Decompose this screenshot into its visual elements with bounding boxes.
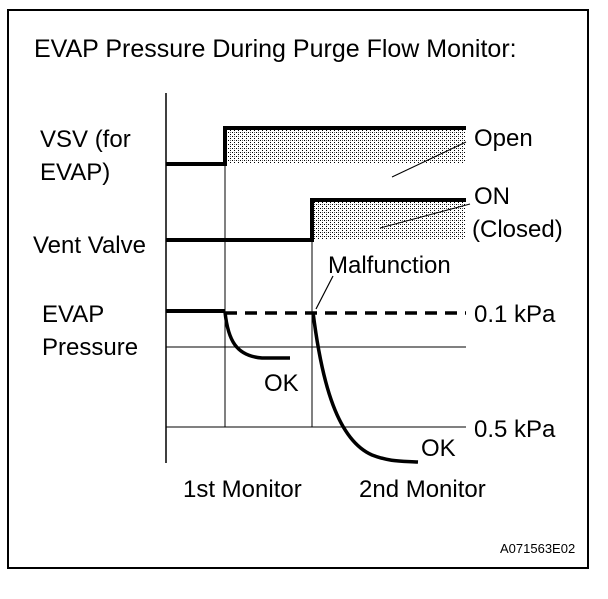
first-monitor-ok-curve [223, 311, 290, 360]
figure-border [7, 9, 589, 569]
open-leader-line [391, 141, 467, 178]
malfunction-callout: Malfunction [328, 252, 451, 279]
vent-valve-closed-fill [312, 200, 466, 240]
figure-code: A071563E02 [500, 541, 575, 556]
vsv-label-line1: VSV (for [40, 126, 131, 153]
second-ok-label: OK [421, 435, 456, 462]
vsv-open-fill [225, 128, 466, 164]
vent-valve-signal-line [166, 198, 466, 242]
pressure-lower-label: 0.5 kPa [474, 416, 556, 443]
first-ok-label: OK [264, 370, 299, 397]
second-monitor-label: 2nd Monitor [359, 476, 486, 503]
vsv-signal-line [166, 126, 466, 166]
malfunction-leader-line [315, 275, 334, 310]
evap-label-line1: EVAP [42, 301, 104, 328]
on-closed-leader-line [379, 203, 471, 229]
evap-label-line2: Pressure [42, 334, 138, 361]
pressure-upper-label: 0.1 kPa [474, 301, 556, 328]
second-monitor-ok-curve [311, 311, 419, 464]
first-monitor-label: 1st Monitor [183, 476, 302, 503]
open-callout: Open [474, 125, 533, 152]
vsv-label-line2: EVAP) [40, 159, 110, 186]
vent-valve-label: Vent Valve [33, 232, 146, 259]
on-callout: ON [474, 183, 510, 210]
diagram-title: EVAP Pressure During Purge Flow Monitor: [34, 35, 517, 63]
closed-callout: (Closed) [472, 216, 563, 243]
